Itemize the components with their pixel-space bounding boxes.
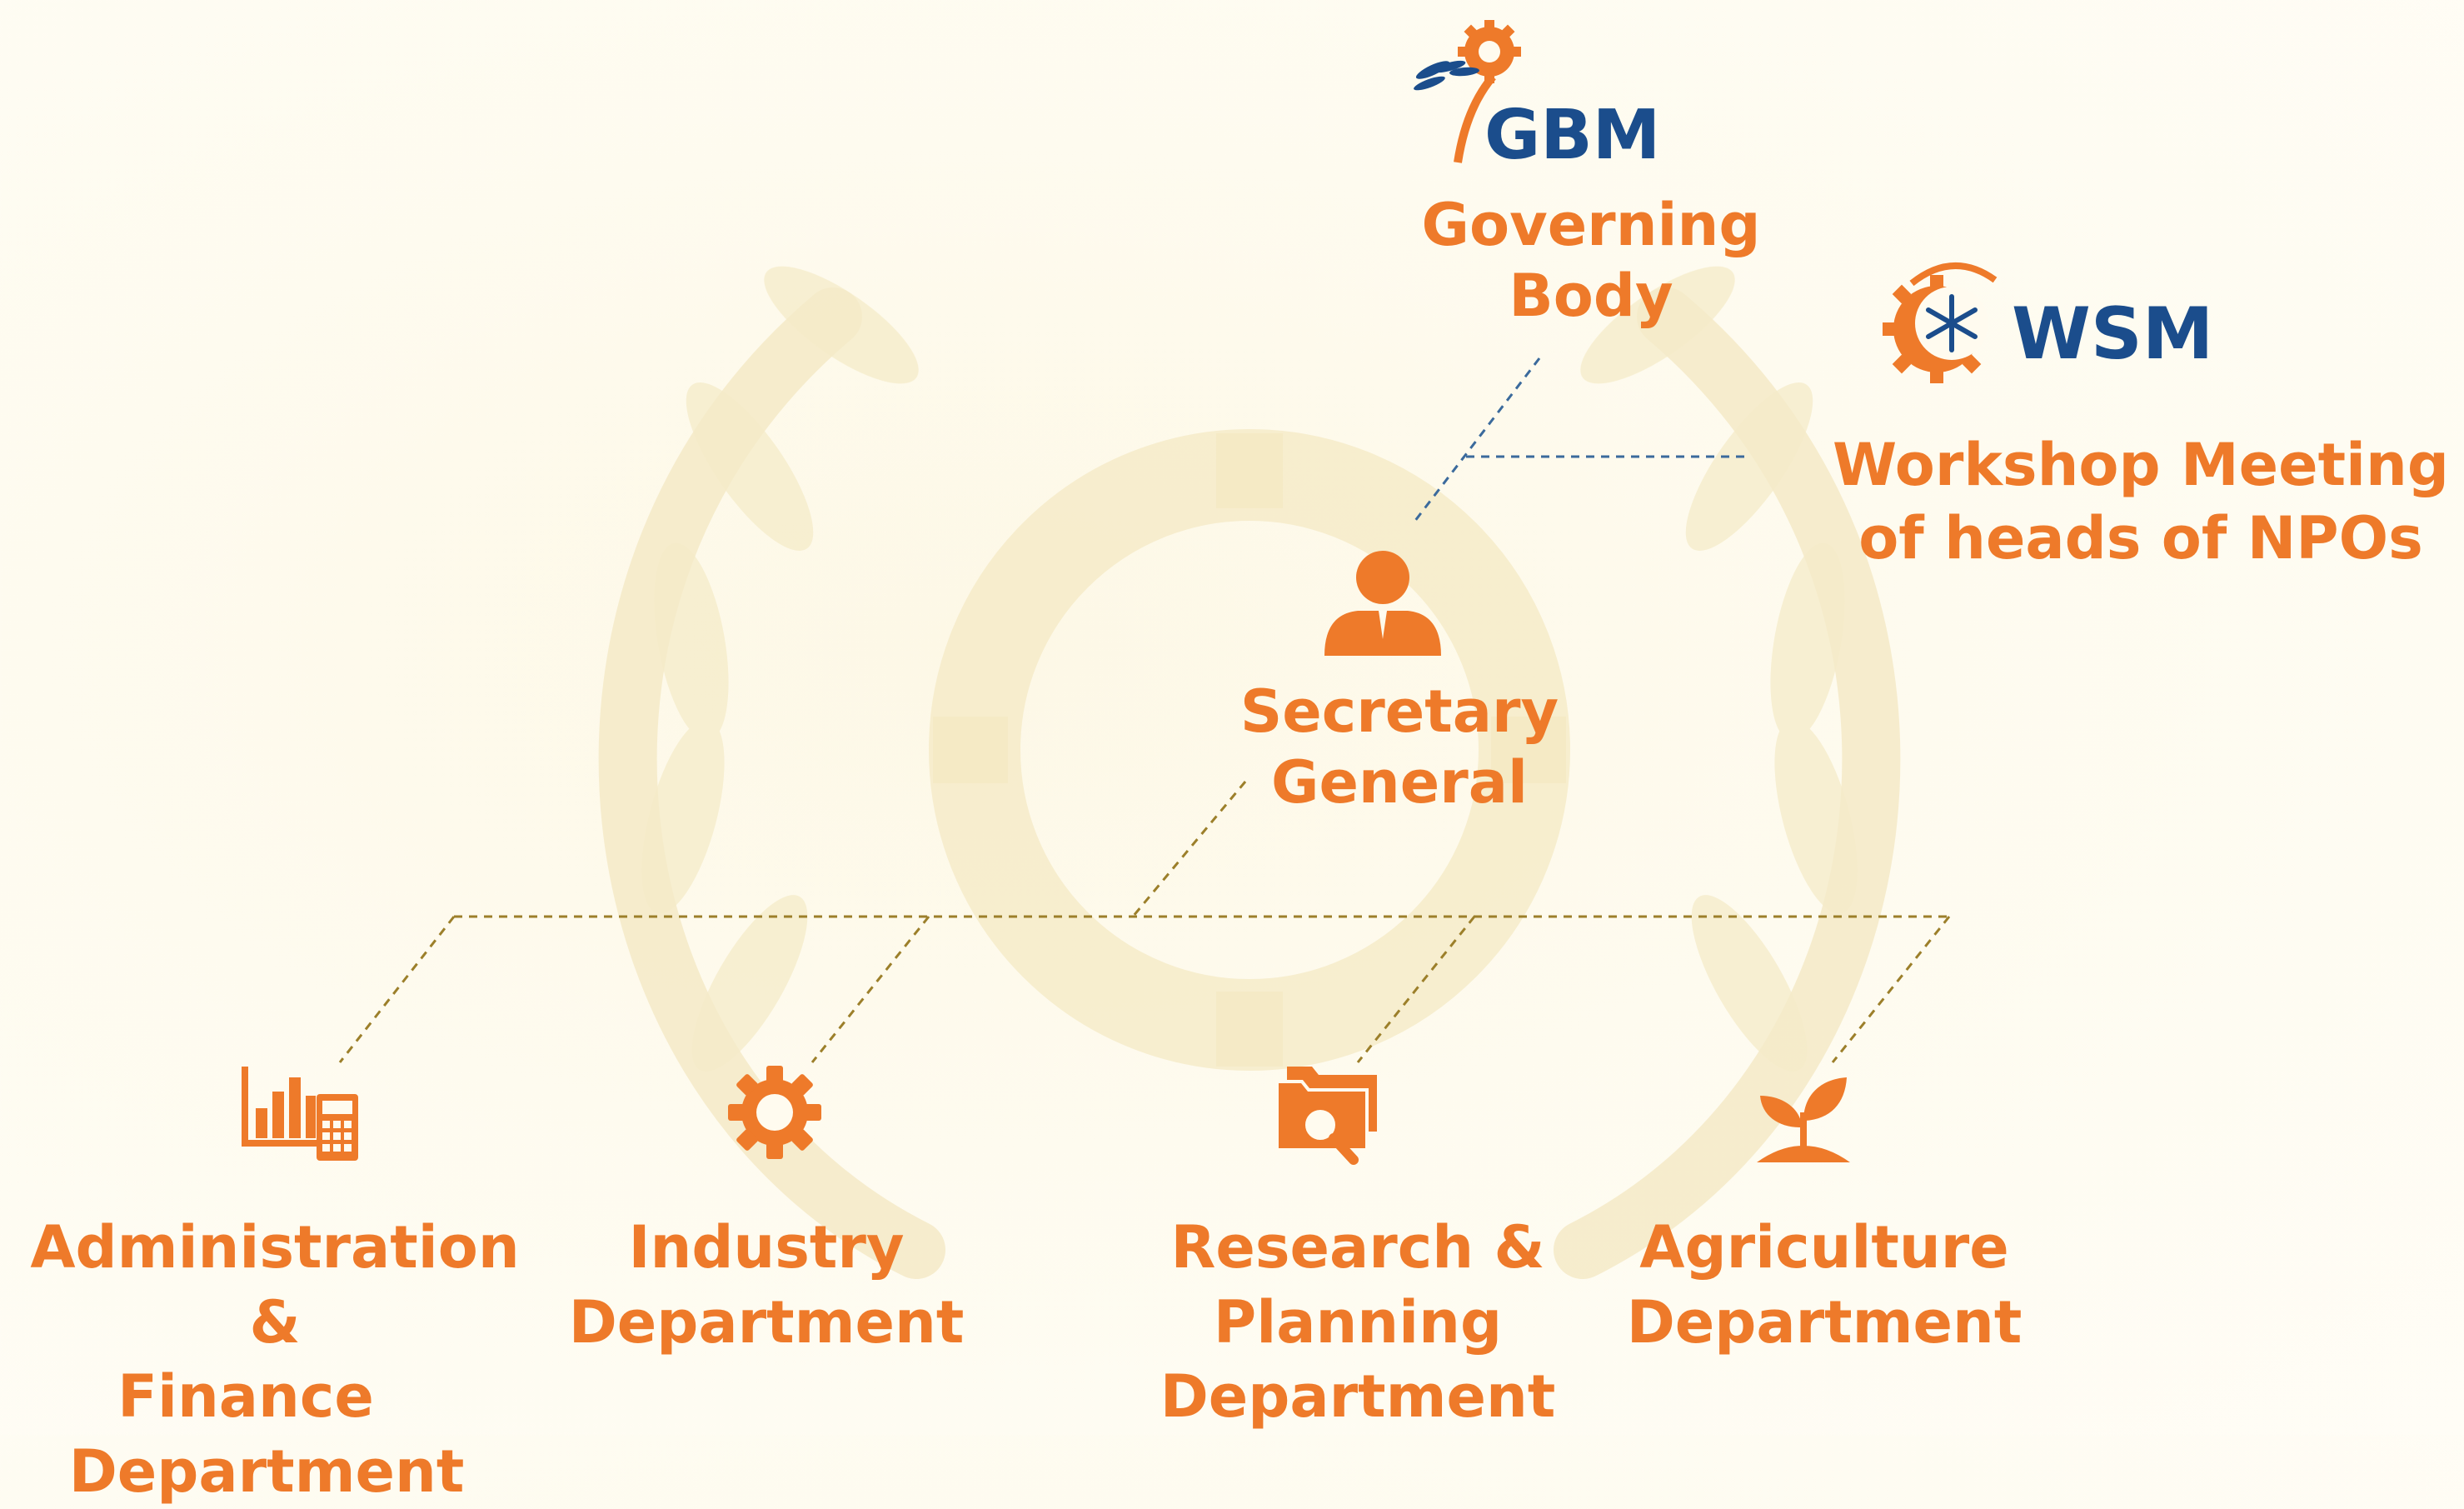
connector-agriculture bbox=[1831, 916, 1951, 1063]
background-watermark bbox=[598, 266, 1901, 1279]
research-planning-label: Research & Planning Department bbox=[1150, 1211, 1566, 1435]
governing-body-label: Governing Body bbox=[1366, 190, 1816, 332]
admin-finance-line1: Administration & bbox=[30, 1213, 520, 1357]
workshop-meeting-label: Workshop Meeting of heads of NPOs bbox=[1824, 429, 2457, 575]
wsm-logo: WSM bbox=[1883, 262, 2213, 383]
connector-gbm-secretary bbox=[1410, 357, 1541, 526]
folder-search-icon bbox=[1275, 1067, 1377, 1165]
industry-department-label: Industry Department bbox=[566, 1211, 966, 1360]
admin-finance-line3: Department bbox=[68, 1437, 465, 1506]
gear-icon bbox=[728, 1066, 821, 1159]
plant-icon bbox=[1757, 1077, 1850, 1162]
industry-line1: Industry bbox=[628, 1213, 905, 1282]
wsm-snowflake-icon bbox=[1926, 294, 1978, 352]
governing-body-line2: Body bbox=[1509, 262, 1673, 331]
secretary-general-label: Secretary General bbox=[1191, 677, 1608, 819]
agriculture-line1: Agriculture bbox=[1639, 1213, 2009, 1282]
connector-research bbox=[1356, 916, 1476, 1063]
research-line2: Planning bbox=[1213, 1287, 1503, 1357]
agriculture-department-label: Agriculture Department bbox=[1608, 1211, 2041, 1360]
person-icon bbox=[1324, 551, 1441, 656]
research-line1: Research & bbox=[1170, 1213, 1545, 1282]
connector-admin bbox=[338, 916, 456, 1063]
governing-body-line1: Governing bbox=[1421, 191, 1761, 259]
secretary-general-line2: General bbox=[1271, 748, 1528, 817]
calculator-chart-icon bbox=[242, 1067, 358, 1161]
gbm-wheat-icon bbox=[1414, 60, 1479, 91]
agriculture-line2: Department bbox=[1626, 1287, 2023, 1357]
workshop-meeting-line1: Workshop Meeting bbox=[1833, 431, 2449, 499]
research-line3: Department bbox=[1160, 1362, 1556, 1432]
industry-line2: Department bbox=[568, 1287, 965, 1357]
connector-lines bbox=[338, 357, 1951, 1063]
workshop-meeting-line2: of heads of NPOs bbox=[1858, 503, 2423, 572]
secretary-general-line1: Secretary bbox=[1239, 677, 1559, 746]
gbm-logo: GBM bbox=[1414, 20, 1660, 175]
connector-industry bbox=[811, 916, 930, 1063]
wsm-logo-text: WSM bbox=[2012, 292, 2213, 376]
gbm-logo-text: GBM bbox=[1484, 96, 1660, 175]
admin-finance-line2: Finance bbox=[117, 1362, 374, 1432]
admin-finance-label: Administration & Finance Department bbox=[0, 1211, 550, 1509]
